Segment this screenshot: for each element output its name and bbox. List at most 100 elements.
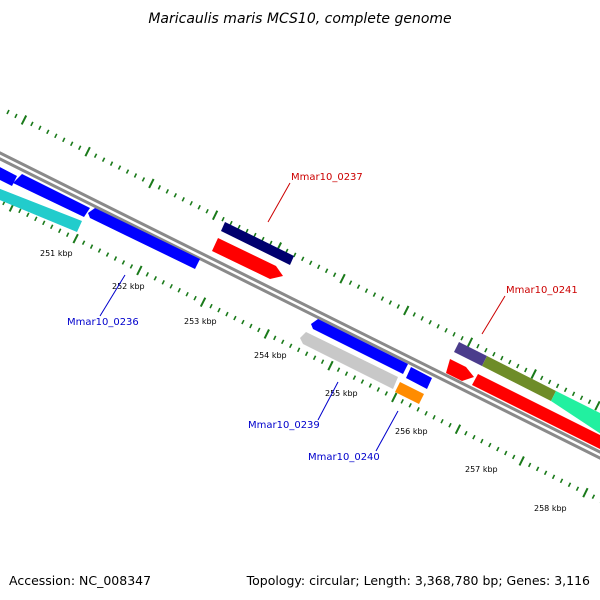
minor-tick [129,264,134,269]
feature-mmar10-0236[interactable] [88,208,200,269]
minor-tick [480,438,484,444]
tick-marks-outer [6,109,600,411]
minor-tick [444,327,448,333]
minor-tick [571,391,576,397]
minor-tick [428,320,432,325]
minor-tick [472,434,476,440]
minor-tick [412,312,416,317]
minor-tick [476,343,480,349]
minor-tick [464,430,468,436]
scale-label: 253 kbp [184,317,217,326]
minor-tick [93,153,98,158]
minor-tick [563,387,568,393]
scale-label: 254 kbp [254,351,287,360]
scale-label: 251 kbp [40,249,73,258]
minor-tick [197,204,201,210]
minor-tick [452,331,456,337]
major-tick [403,305,410,316]
feature-mmar10-0241-cds-2[interactable] [472,374,600,454]
minor-tick [296,347,301,353]
feature-mmar10-0238[interactable] [311,319,408,374]
gene-label-mmar10-0239[interactable]: Mmar10_0239 [248,420,320,431]
minor-tick [332,272,337,278]
minor-tick [591,494,596,499]
minor-tick [579,395,584,401]
gene-label-mmar10-0237[interactable]: Mmar10_0237 [291,172,363,183]
minor-tick [49,224,54,230]
minor-tick [448,422,452,428]
major-tick [136,265,143,276]
minor-tick [221,216,225,222]
minor-tick [233,315,237,321]
feature-mmar10-0241-slate[interactable] [454,342,487,366]
feature-mmar10-0241-cds-1[interactable] [446,359,474,381]
minor-tick [89,244,94,249]
minor-tick [42,220,46,226]
major-tick [212,210,219,221]
minor-tick [492,351,496,357]
scale-label: 256 kbp [395,427,428,436]
minor-tick [173,193,178,198]
feature-left-blue-2[interactable] [13,174,90,217]
reverse-strand-features [0,162,432,404]
minor-tick [420,316,424,321]
minor-tick [500,355,504,361]
feature-left-cyan[interactable] [0,185,82,232]
minor-tick [26,212,30,218]
minor-tick [559,478,564,484]
major-tick [466,337,474,348]
feature-mmar10-0239[interactable] [300,332,398,389]
feature-mmar10-0237-cds[interactable] [212,238,283,279]
minor-tick [209,303,213,309]
minor-tick [46,129,50,135]
minor-tick [504,450,508,456]
gene-labels: Mmar10_0237 Mmar10_0241 Mmar10_0236 Mmar… [67,172,578,463]
feature-mmar10-0237-navy[interactable] [221,222,294,265]
minor-tick [535,466,540,472]
minor-tick [320,359,325,365]
feature-mmar10-0241-mint[interactable] [551,391,600,440]
minor-tick [364,288,369,293]
minor-tick [388,300,393,305]
minor-tick [432,414,436,420]
feature-left-blue-1[interactable] [0,162,17,186]
minor-tick [81,240,86,245]
feature-mmar10-0241-olive[interactable] [482,356,556,401]
leader-mmar10-0241 [481,295,506,335]
minor-tick [169,283,173,289]
gene-label-mmar10-0241[interactable]: Mmar10_0241 [506,285,578,296]
minor-tick [360,379,365,384]
gene-label-mmar10-0240[interactable]: Mmar10_0240 [308,452,380,463]
minor-tick [113,256,118,261]
minor-tick [508,359,512,365]
major-tick [518,456,525,466]
minor-tick [245,228,249,234]
minor-tick [77,145,82,151]
gene-label-mmar10-0236[interactable]: Mmar10_0236 [67,317,139,328]
minor-tick [6,109,10,115]
minor-tick [62,137,66,143]
minor-tick [324,268,329,274]
minor-tick [145,272,150,277]
leader-mmar10-0237 [267,182,291,223]
major-tick [327,360,334,371]
minor-tick [161,280,165,285]
scale-label: 255 kbp [325,389,358,398]
minor-tick [237,224,241,230]
minor-tick [181,197,185,202]
minor-tick [177,287,181,293]
feature-mmar10-0240[interactable] [395,382,424,404]
minor-tick [440,418,444,424]
minor-tick [141,177,146,182]
minor-tick [516,363,520,369]
minor-tick [14,113,18,119]
major-tick [454,424,462,435]
tick-marks-inner [2,200,600,503]
minor-tick [273,335,277,341]
scale-label: 252 kbp [112,282,145,291]
major-tick [148,178,155,189]
feature-mmar10-0238-small[interactable] [406,367,432,389]
minor-tick [57,228,62,234]
minor-tick [547,379,552,385]
